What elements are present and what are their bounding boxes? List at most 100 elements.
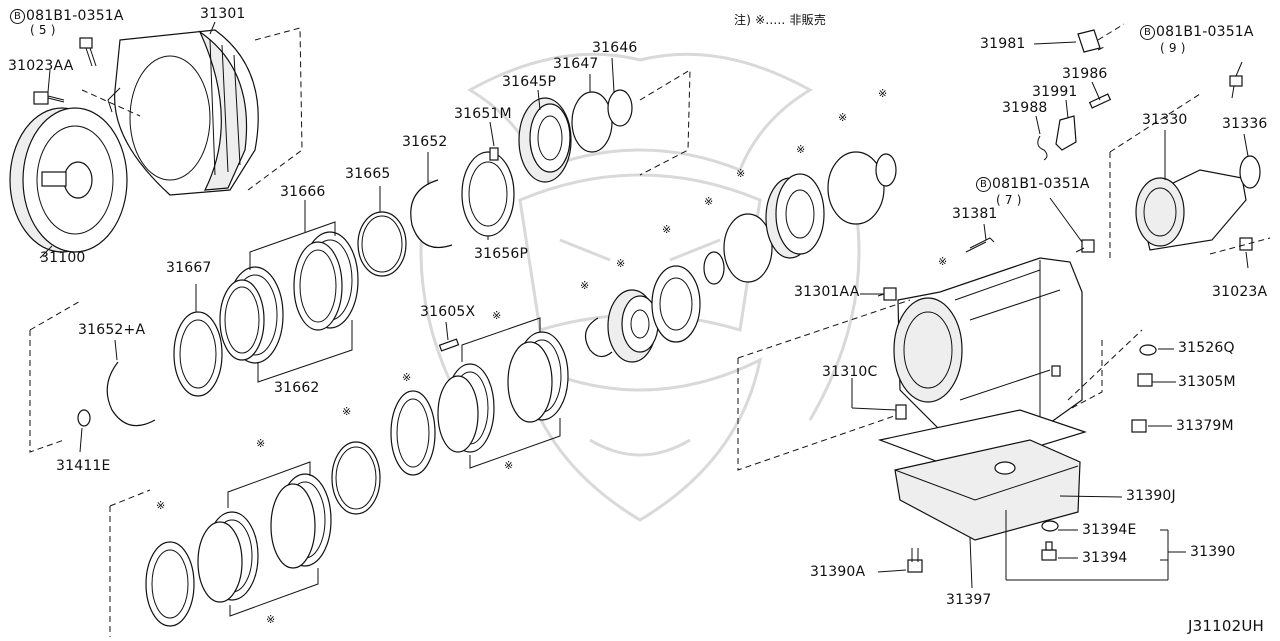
label-31023a: 31023A (1212, 284, 1268, 300)
oring-31526q (1139, 344, 1157, 356)
pin-31605x (438, 338, 460, 352)
bolt-081b1-middle (1075, 239, 1095, 253)
label-31666: 31666 (280, 184, 326, 200)
not-sold-mark: ※ (938, 255, 948, 268)
note-text: 注) ※..... 非販売 (734, 13, 827, 27)
ring-31667 (173, 311, 223, 397)
label-31662: 31662 (274, 380, 320, 396)
label-31651m: 31651M (454, 106, 512, 122)
not-sold-mark: ※ (580, 279, 590, 292)
oil-pan (877, 409, 1087, 541)
seal-large (723, 213, 773, 283)
snap-ring-31652a (106, 361, 156, 427)
not-sold-mark: ※ (492, 309, 502, 322)
extension-housing (1135, 169, 1247, 251)
lever-31981 (1077, 29, 1101, 53)
not-sold-mark: ※ (736, 167, 746, 180)
snap-ring-31652 (410, 179, 453, 249)
label-31986: 31986 (1062, 66, 1108, 82)
not-sold-mark: ※ (616, 257, 626, 270)
not-sold-mark: ※ (156, 499, 166, 512)
label-31310c: 31310C (822, 364, 878, 380)
label-31652a: 31652+A (78, 322, 146, 338)
label-31394: 31394 (1082, 550, 1128, 566)
label-31981: 31981 (980, 36, 1026, 52)
plug-31305m (1137, 373, 1153, 387)
label-31390a: 31390A (810, 564, 866, 580)
label-qty-9: ( 9 ) (1160, 41, 1186, 55)
clutch-pack-31666 (219, 231, 359, 364)
label-31646: 31646 (592, 40, 638, 56)
label-31605x: 31605X (420, 304, 476, 320)
diagram-code: J31102UH (1188, 617, 1264, 635)
plug-31310c (895, 404, 907, 420)
seal-31647 (571, 91, 613, 153)
spring-31988 (1037, 135, 1048, 161)
not-sold-mark: ※ (704, 195, 714, 208)
bolt-prefix-badge: B (976, 177, 991, 192)
label-31305m: 31305M (1178, 374, 1236, 390)
clutch-pack-bottom (145, 441, 381, 627)
not-sold-mark: ※ (402, 371, 412, 384)
label-31100: 31100 (40, 250, 86, 266)
clutch-pack-middle (390, 331, 569, 476)
label-31411e: 31411E (56, 458, 111, 474)
drain-bolt-31390a (907, 548, 923, 573)
label-qty-7: ( 7 ) (996, 193, 1022, 207)
spring-31651m (489, 147, 499, 161)
plate-31656p (461, 151, 515, 237)
label-31652: 31652 (402, 134, 448, 150)
label-31667: 31667 (166, 260, 212, 276)
ring-31665 (357, 211, 407, 277)
label-31301: 31301 (200, 6, 246, 22)
label-31390: 31390 (1190, 544, 1236, 560)
seal-31336 (1239, 155, 1261, 189)
bolt-081b1-top-right (1229, 75, 1243, 99)
not-sold-mark: ※ (796, 143, 806, 156)
label-31336: 31336 (1222, 116, 1268, 132)
bolt-prefix-badge: B (1140, 25, 1155, 40)
leader-lines (39, 21, 1249, 589)
bolt-31023aa (33, 91, 65, 105)
seal-ring-large (827, 151, 885, 225)
label-31390j: 31390J (1126, 488, 1176, 504)
label-31526q: 31526Q (1178, 340, 1235, 356)
plug-31394 (1041, 541, 1057, 561)
seal-31646 (607, 89, 633, 127)
label-31665: 31665 (345, 166, 391, 182)
gasket-31394e (1041, 520, 1059, 532)
transmission-case (893, 257, 1083, 441)
pin-31986 (1088, 93, 1112, 109)
not-sold-mark: ※ (878, 87, 888, 100)
oring-small (703, 251, 725, 285)
piston-31645p (518, 97, 572, 183)
torque-converter (9, 107, 128, 253)
label-31397: 31397 (946, 592, 992, 608)
bolt-31023a (1239, 237, 1253, 251)
bolt-081b1-top-left (79, 37, 97, 67)
bearing-race (651, 265, 701, 343)
label-31330: 31330 (1142, 112, 1188, 128)
label-31647: 31647 (553, 56, 599, 72)
label-31301aa: 31301AA (794, 284, 860, 300)
not-sold-mark: ※ (662, 223, 672, 236)
label-31379m: 31379M (1176, 418, 1234, 434)
label-31645p: 31645P (502, 74, 557, 90)
pipe-31381 (965, 237, 995, 253)
not-sold-mark: ※ (266, 613, 276, 626)
bolt-prefix-badge: B (10, 9, 25, 24)
label-31023aa: 31023AA (8, 58, 74, 74)
not-sold-mark: ※ (838, 111, 848, 124)
lever-31991 (1055, 115, 1077, 151)
snap-ring-center (584, 317, 613, 358)
plug-31379m (1131, 419, 1147, 433)
planetary-gear (607, 289, 659, 363)
label-31394e: 31394E (1082, 522, 1137, 538)
label-31988: 31988 (1002, 100, 1048, 116)
label-qty-5: ( 5 ) (30, 23, 56, 37)
